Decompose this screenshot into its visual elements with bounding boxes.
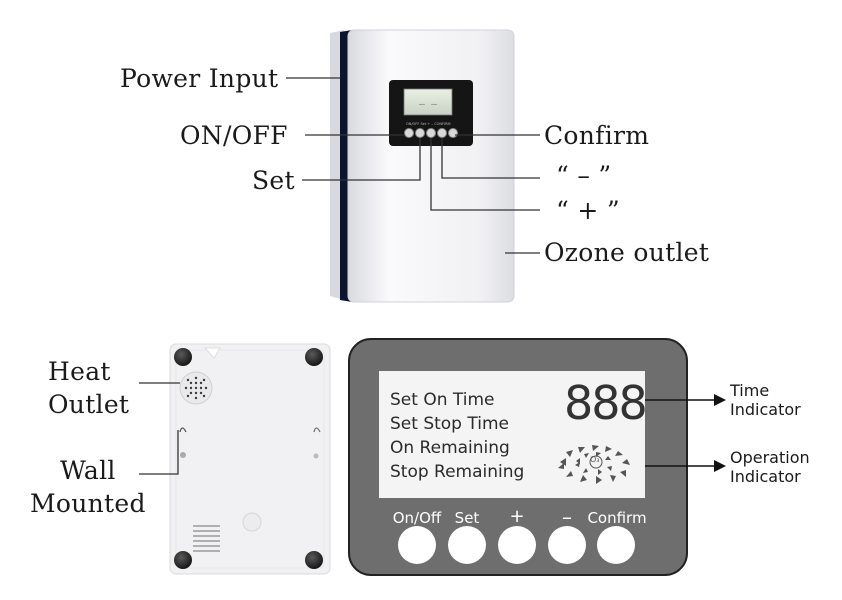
lcd-menu: Set On Time Set Stop Time On Remaining S…: [390, 388, 524, 484]
minus-label: “ – ”: [556, 161, 612, 190]
panel-button-label-set: Set: [454, 509, 480, 527]
control-panel-diagram: [348, 338, 688, 576]
menu-item-on-remaining: On Remaining: [390, 438, 510, 458]
menu-item-stop-remaining: Stop Remaining: [390, 462, 525, 482]
o3-symbol: O₃: [590, 455, 600, 464]
power-input-label: Power Input: [120, 64, 279, 93]
panel-button-label-confirm: Confirm: [587, 509, 647, 527]
operation-indicator-label: Operation Indicator: [730, 448, 810, 486]
swirl-ring-outer: [558, 445, 630, 484]
svg-text:— —: — —: [419, 99, 438, 110]
set-label: Set: [252, 166, 295, 195]
ozone-generator-front: — — ON/OFF Set + – CONFIRM: [330, 29, 515, 303]
top-callout-lines: [286, 77, 540, 254]
time-indicator-digits: 888: [564, 376, 648, 430]
panel-button-label-minus: –: [562, 505, 572, 529]
time-indicator-label: Time Indicator: [730, 381, 801, 419]
svg-text:ON/OFF Set + – CONFIRM: ON/OFF Set + – CONFIRM: [406, 122, 451, 126]
menu-item-set-on-time: Set On Time: [390, 390, 495, 410]
panel-button-label-plus: +: [509, 506, 525, 527]
ozone-outlet-label: Ozone outlet: [544, 238, 710, 267]
panel-button-label-on-off: On/Off: [392, 509, 442, 527]
back-plate: [169, 343, 331, 575]
confirm-label: Confirm: [544, 121, 650, 150]
menu-item-set-stop-time: Set Stop Time: [390, 414, 509, 434]
wall-mounted-label: Wall Mounted: [30, 456, 146, 518]
back-callout-lines: [139, 382, 180, 475]
panel-indicator-lines: [645, 394, 726, 472]
on-off-label: ON/OFF: [180, 121, 288, 150]
heat-outlet-label: Heat Outlet: [48, 357, 130, 419]
plus-label: “ + ”: [556, 196, 620, 225]
